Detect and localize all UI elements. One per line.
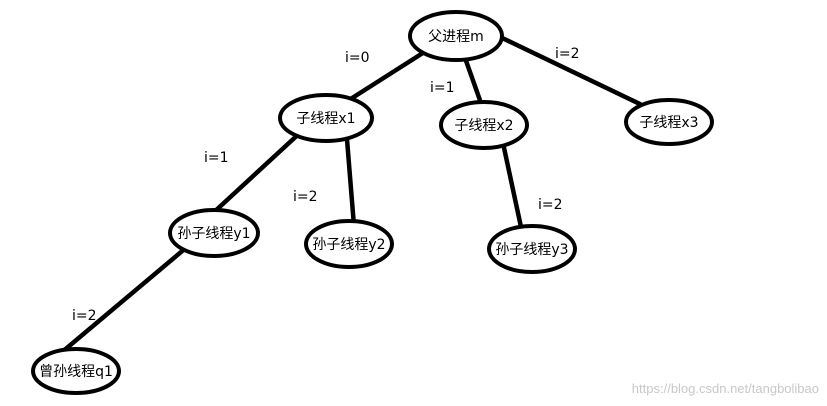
edge-x1-y2 <box>343 124 357 229</box>
edge-label-y1-q1: i=2 <box>72 308 97 324</box>
edge-label-x1-y1: i=1 <box>204 150 229 166</box>
edges-layer <box>46 33 643 366</box>
node-y1: 孙子线程y1 <box>168 208 260 258</box>
node-q1-label: 曾孙线程q1 <box>39 364 113 380</box>
node-x3-label: 子线程x3 <box>639 115 698 131</box>
node-y3-label: 孙子线程y3 <box>495 242 568 258</box>
node-m: 父进程m <box>408 10 504 62</box>
node-y3: 孙子线程y3 <box>487 224 577 274</box>
edge-label-m-x1: i=0 <box>345 50 370 66</box>
node-x3-ellipse <box>624 98 714 146</box>
node-x2-ellipse <box>439 100 529 150</box>
node-x2: 子线程x2 <box>439 100 529 150</box>
node-y1-ellipse <box>168 208 260 258</box>
node-x1-ellipse <box>278 93 374 143</box>
node-x1: 子线程x1 <box>278 93 374 143</box>
node-y2-ellipse <box>304 219 394 269</box>
edge-label-x2-y3: i=2 <box>538 197 563 213</box>
node-y3-ellipse <box>487 224 577 274</box>
edge-m-x2 <box>461 52 485 109</box>
node-y1-label: 孙子线程y1 <box>177 226 250 242</box>
edge-labels-layer: i=0 i=1 i=2 i=1 i=2 i=2 i=2 <box>72 46 580 324</box>
node-q1-ellipse <box>31 347 121 395</box>
node-m-ellipse <box>408 10 504 62</box>
node-q1: 曾孙线程q1 <box>31 347 121 395</box>
node-y2: 孙子线程y2 <box>304 219 394 269</box>
node-x3: 子线程x3 <box>624 98 714 146</box>
edge-label-m-x3: i=2 <box>555 46 580 62</box>
edge-y1-q1 <box>46 244 190 366</box>
nodes-layer: 父进程m 子线程x1 子线程x2 子线程x3 孙子线程y1 孙子线程y2 孙子线程y3 曾孙线… <box>31 10 714 395</box>
node-x2-label: 子线程x2 <box>454 118 513 134</box>
node-y2-label: 孙子线程y2 <box>312 237 385 253</box>
edge-label-m-x2: i=1 <box>430 80 455 96</box>
edge-x1-y1 <box>210 128 305 216</box>
watermark: https://blog.csdn.net/tangbolibao <box>631 381 819 396</box>
edge-x2-y3 <box>500 140 527 244</box>
node-x1-label: 子线程x1 <box>296 111 355 127</box>
edge-label-x1-y2: i=2 <box>293 189 318 205</box>
node-m-label: 父进程m <box>428 29 484 45</box>
edge-m-x3 <box>495 33 643 107</box>
